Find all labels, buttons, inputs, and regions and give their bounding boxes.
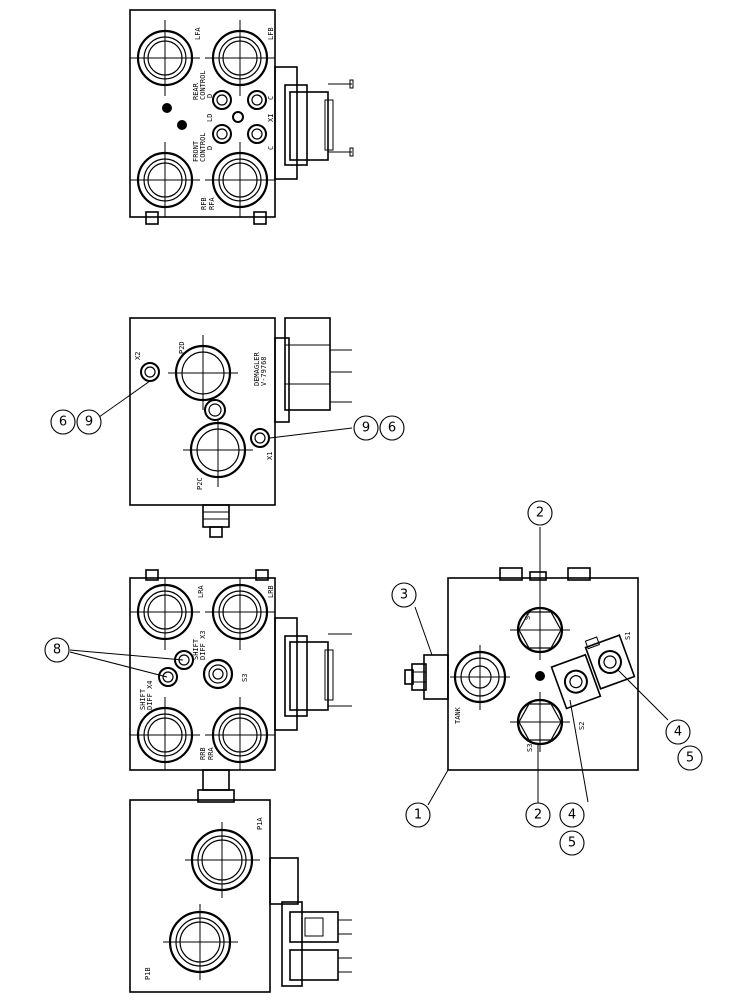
callout-3-label: 3 bbox=[400, 588, 408, 603]
label-front: FRONT bbox=[192, 140, 200, 162]
callout-9-left-label: 9 bbox=[85, 415, 93, 430]
label-p1a: P1A bbox=[256, 817, 264, 830]
label-ld: LD bbox=[206, 114, 214, 122]
port-x2 bbox=[140, 362, 160, 382]
callout-1: 1 bbox=[405, 802, 431, 828]
label-shift-x3-1: SHIFT bbox=[192, 638, 200, 660]
label-d2: D bbox=[206, 146, 214, 150]
callout-9-right: 9 bbox=[353, 415, 379, 441]
callout-6-left: 6 bbox=[50, 409, 76, 435]
label-s3: S3 bbox=[241, 674, 249, 682]
port-rfa bbox=[205, 142, 275, 217]
port-p1b bbox=[163, 904, 238, 980]
port-shift-x3 bbox=[174, 650, 194, 670]
label-shift-x3-2: DIFF X3 bbox=[199, 630, 207, 660]
port-lrb bbox=[205, 578, 275, 650]
callout-2-top: 2 bbox=[527, 500, 553, 526]
callout-8-label: 8 bbox=[53, 643, 61, 658]
port-s4 bbox=[510, 600, 570, 660]
port-p2d bbox=[168, 335, 238, 410]
callout-2-bottom: 2 bbox=[525, 802, 551, 828]
port-s3 bbox=[202, 658, 234, 690]
label-lfa: LFA bbox=[194, 27, 202, 40]
control-ports bbox=[162, 90, 267, 144]
callout-4-right: 4 bbox=[665, 719, 691, 745]
label-stamp-2: V-79768 bbox=[260, 356, 268, 386]
middle-lower-view-block: LRA LRB RRB RRA S3 SHIFT DIFF X3 SHIFT D… bbox=[129, 569, 352, 803]
bottom-view-block: P1A P1B bbox=[129, 799, 352, 993]
label-p1b: P1B bbox=[144, 967, 152, 980]
label-lfb: LFB bbox=[267, 27, 275, 40]
top-view-block: LFA LFB RFB RFA REAR CONTROL FRONT CONTR… bbox=[129, 9, 354, 225]
label-xi: XI bbox=[267, 114, 275, 122]
label-s1: S1 bbox=[624, 632, 632, 640]
callout-5-bottom-label: 5 bbox=[568, 836, 576, 851]
label-rear: REAR bbox=[192, 82, 200, 100]
label-shift-x4-1: SHIFT bbox=[139, 688, 147, 710]
callout-9-right-label: 9 bbox=[362, 421, 370, 436]
port-lfa bbox=[130, 20, 200, 96]
callout-2-top-label: 2 bbox=[536, 506, 544, 521]
label-tank: TANK bbox=[454, 706, 462, 724]
port-lra bbox=[130, 578, 200, 650]
port-rfb bbox=[130, 142, 200, 217]
label-stamp-1: DEMAGLER bbox=[253, 351, 261, 386]
port-rra bbox=[205, 697, 275, 770]
label-p2c: P2C bbox=[196, 477, 204, 490]
port-shift-x4 bbox=[158, 667, 178, 687]
label-c1: C bbox=[267, 96, 275, 100]
port-x1 bbox=[250, 428, 270, 448]
label-rfb: RFB bbox=[200, 197, 208, 210]
callout-6-right-label: 6 bbox=[388, 421, 396, 436]
right-view-block: S4 S1 S2 S3 TANK bbox=[404, 567, 639, 771]
leader-lines bbox=[69, 380, 669, 806]
callout-6-right: 6 bbox=[379, 415, 405, 441]
label-x1: X1 bbox=[266, 452, 274, 460]
middle-upper-view-block: P2D P2C X2 X1 DEMAGLER V-79768 bbox=[129, 317, 352, 538]
label-front-control: CONTROL bbox=[199, 132, 207, 162]
callout-5-right: 5 bbox=[677, 745, 703, 771]
label-s2: S2 bbox=[578, 722, 586, 730]
label-p2d: P2D bbox=[178, 341, 186, 354]
callout-4-right-label: 4 bbox=[674, 725, 682, 740]
port-tank bbox=[450, 645, 510, 710]
label-x2: X2 bbox=[134, 352, 142, 360]
cartridge-s1 bbox=[584, 634, 636, 690]
callout-3: 3 bbox=[391, 582, 417, 608]
port-s3-right bbox=[510, 692, 570, 752]
cartridge-s2 bbox=[550, 653, 602, 710]
label-rra: RRA bbox=[207, 747, 215, 760]
port-rrb bbox=[130, 697, 200, 770]
port-p2c bbox=[183, 412, 253, 487]
label-rfa: RFA bbox=[208, 197, 216, 210]
label-s4: S4 bbox=[524, 612, 532, 620]
port-lfb bbox=[205, 20, 275, 96]
callout-4-bottom: 4 bbox=[559, 802, 585, 828]
callout-5-bottom: 5 bbox=[559, 830, 585, 856]
callout-9-left: 9 bbox=[76, 409, 102, 435]
label-d1: D bbox=[206, 94, 214, 98]
label-lra: LRA bbox=[197, 585, 205, 598]
label-rrb: RRB bbox=[199, 747, 207, 760]
callout-5-right-label: 5 bbox=[686, 751, 694, 766]
port-p1a bbox=[185, 822, 260, 898]
label-s3-right: S3 bbox=[526, 744, 534, 752]
label-rear-control: CONTROL bbox=[199, 70, 207, 100]
label-shift-x4-2: DIFF X4 bbox=[146, 680, 154, 710]
label-c2: C bbox=[267, 146, 275, 150]
callout-1-label: 1 bbox=[414, 808, 422, 823]
callout-8: 8 bbox=[44, 637, 70, 663]
callout-6-left-label: 6 bbox=[59, 415, 67, 430]
callout-4-bottom-label: 4 bbox=[568, 808, 576, 823]
label-lrb: LRB bbox=[267, 585, 275, 598]
callout-2-bottom-label: 2 bbox=[534, 808, 542, 823]
